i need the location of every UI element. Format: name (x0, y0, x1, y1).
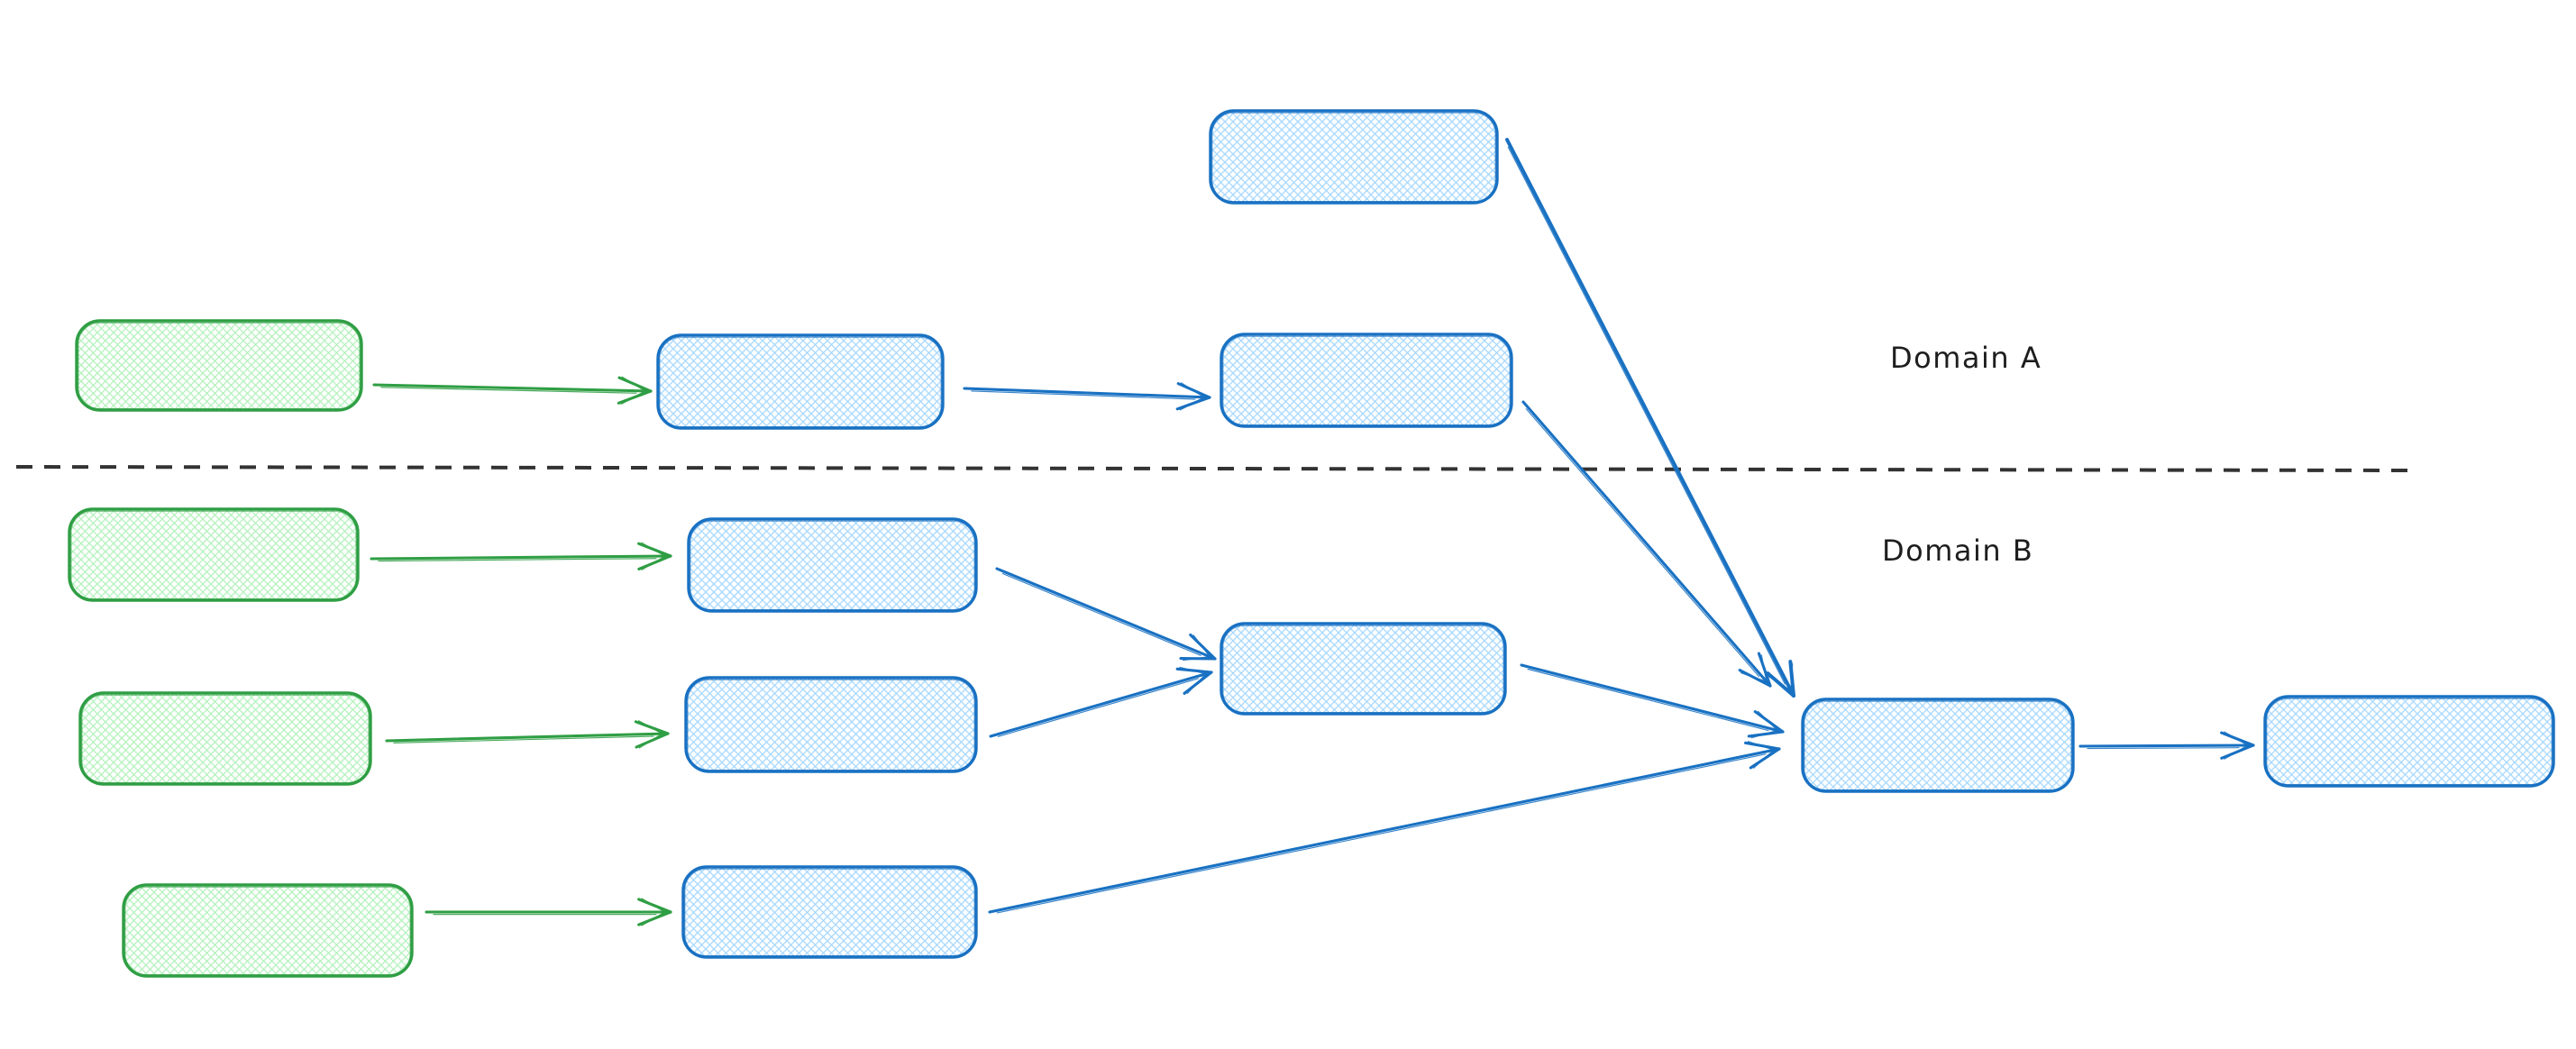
edge-process-b2-merge-b[interactable] (989, 666, 1213, 738)
node-source-b1[interactable] (68, 507, 360, 602)
node-process-b2-sketch-stroke (687, 679, 975, 771)
arrowhead-stroke (638, 733, 663, 749)
edge-line (385, 732, 670, 743)
edge-process-a1-process-a2[interactable] (963, 382, 1211, 411)
edge-sketch-line (997, 678, 1199, 737)
arrowhead-stroke (1192, 634, 1211, 658)
edge-line (988, 747, 1781, 914)
edge-source-b3-process-b3[interactable] (425, 898, 672, 926)
node-process-b1[interactable] (687, 517, 978, 613)
edge-process-a2-hub[interactable] (1521, 400, 1772, 688)
arrowhead-stroke (1186, 672, 1207, 694)
arrowhead-stroke (620, 390, 646, 405)
node-top-input[interactable] (1209, 109, 1499, 205)
node-source-b3[interactable] (122, 883, 414, 978)
arrowhead-stroke (1790, 662, 1794, 692)
edge-merge-b-hub[interactable] (1520, 663, 1785, 739)
node-output[interactable] (2263, 695, 2555, 788)
edge-line (370, 554, 672, 561)
edge-sketch-line (1001, 572, 1201, 656)
arrowhead-stroke (641, 542, 666, 557)
node-process-a1[interactable] (656, 333, 945, 430)
arrowhead-stroke (1750, 729, 1778, 739)
edge-line (989, 670, 1213, 738)
edge-source-b2-process-b2[interactable] (385, 720, 670, 749)
arrowhead-stroke (2224, 744, 2249, 760)
arrowhead-stroke (1760, 654, 1768, 683)
edge-process-b3-hub[interactable] (988, 741, 1781, 914)
edge-sketch-line (971, 390, 1196, 400)
edge-line (1505, 138, 1795, 698)
arrowhead-stroke (1183, 656, 1211, 661)
node-top-input-sketch-stroke (1211, 112, 1496, 203)
edge-source-a-process-a1[interactable] (372, 376, 653, 405)
node-process-a2[interactable] (1219, 333, 1513, 428)
node-source-a[interactable] (75, 319, 363, 412)
arrowhead-stroke (1752, 749, 1775, 769)
edge-line (1521, 400, 1772, 688)
edge-sketch-line (378, 558, 657, 562)
node-process-b1-sketch-stroke (690, 520, 975, 611)
node-source-b3-sketch-stroke (124, 886, 411, 976)
node-process-b2[interactable] (684, 676, 978, 773)
arrowhead-stroke (1179, 666, 1207, 675)
edge-line (963, 387, 1211, 399)
edge-hub-output[interactable] (2078, 731, 2255, 760)
arrowhead-stroke (1768, 675, 1792, 692)
edge-source-b1-process-b1[interactable] (370, 542, 672, 570)
edge-sketch-line (996, 753, 1767, 914)
node-source-a-sketch-stroke (78, 322, 361, 410)
node-hub[interactable] (1801, 698, 2075, 793)
edge-line (2078, 743, 2255, 748)
edge-line (995, 567, 1217, 661)
arrowhead-stroke (1747, 741, 1775, 751)
arrowhead-stroke (1740, 671, 1768, 683)
node-process-b3[interactable] (681, 865, 978, 959)
edge-sketch-line (1525, 408, 1760, 678)
edge-line (372, 383, 653, 393)
node-process-b3-sketch-stroke (684, 868, 975, 957)
arrowhead-stroke (621, 376, 646, 392)
edge-sketch-line (393, 735, 654, 743)
node-merge-b[interactable] (1219, 622, 1507, 716)
label-domain-b[interactable]: Domain B (1882, 534, 2033, 568)
arrowhead-stroke (641, 911, 666, 926)
node-output-sketch-stroke (2266, 698, 2553, 786)
node-process-a1-sketch-stroke (659, 336, 942, 428)
node-merge-b-sketch-stroke (1222, 625, 1504, 714)
arrowhead-stroke (1180, 382, 1205, 398)
label-domain-a[interactable]: Domain A (1890, 341, 2042, 375)
edge-sketch-line (380, 387, 637, 394)
edge-sketch-line (1507, 146, 1786, 685)
arrowhead-stroke (2224, 731, 2249, 746)
edge-sketch-line (2087, 747, 2240, 750)
node-source-b1-sketch-stroke (70, 510, 357, 600)
arrowhead-stroke (641, 555, 666, 570)
node-hub-sketch-stroke (1804, 700, 2072, 791)
edge-sketch-line (1527, 668, 1769, 732)
arrowhead-stroke (1179, 397, 1205, 411)
arrowhead-stroke (641, 898, 666, 913)
edge-process-b1-merge-b[interactable] (995, 567, 1217, 661)
arrowhead-stroke (637, 720, 663, 734)
arrowhead-stroke (1757, 710, 1778, 732)
domain-divider-dashed-line[interactable] (15, 465, 2416, 472)
node-process-a2-sketch-stroke (1222, 335, 1511, 426)
node-source-b2-sketch-stroke (81, 694, 370, 784)
node-source-b2[interactable] (78, 691, 372, 786)
edge-top-input-hub[interactable] (1505, 138, 1795, 698)
edge-line (1520, 663, 1785, 734)
